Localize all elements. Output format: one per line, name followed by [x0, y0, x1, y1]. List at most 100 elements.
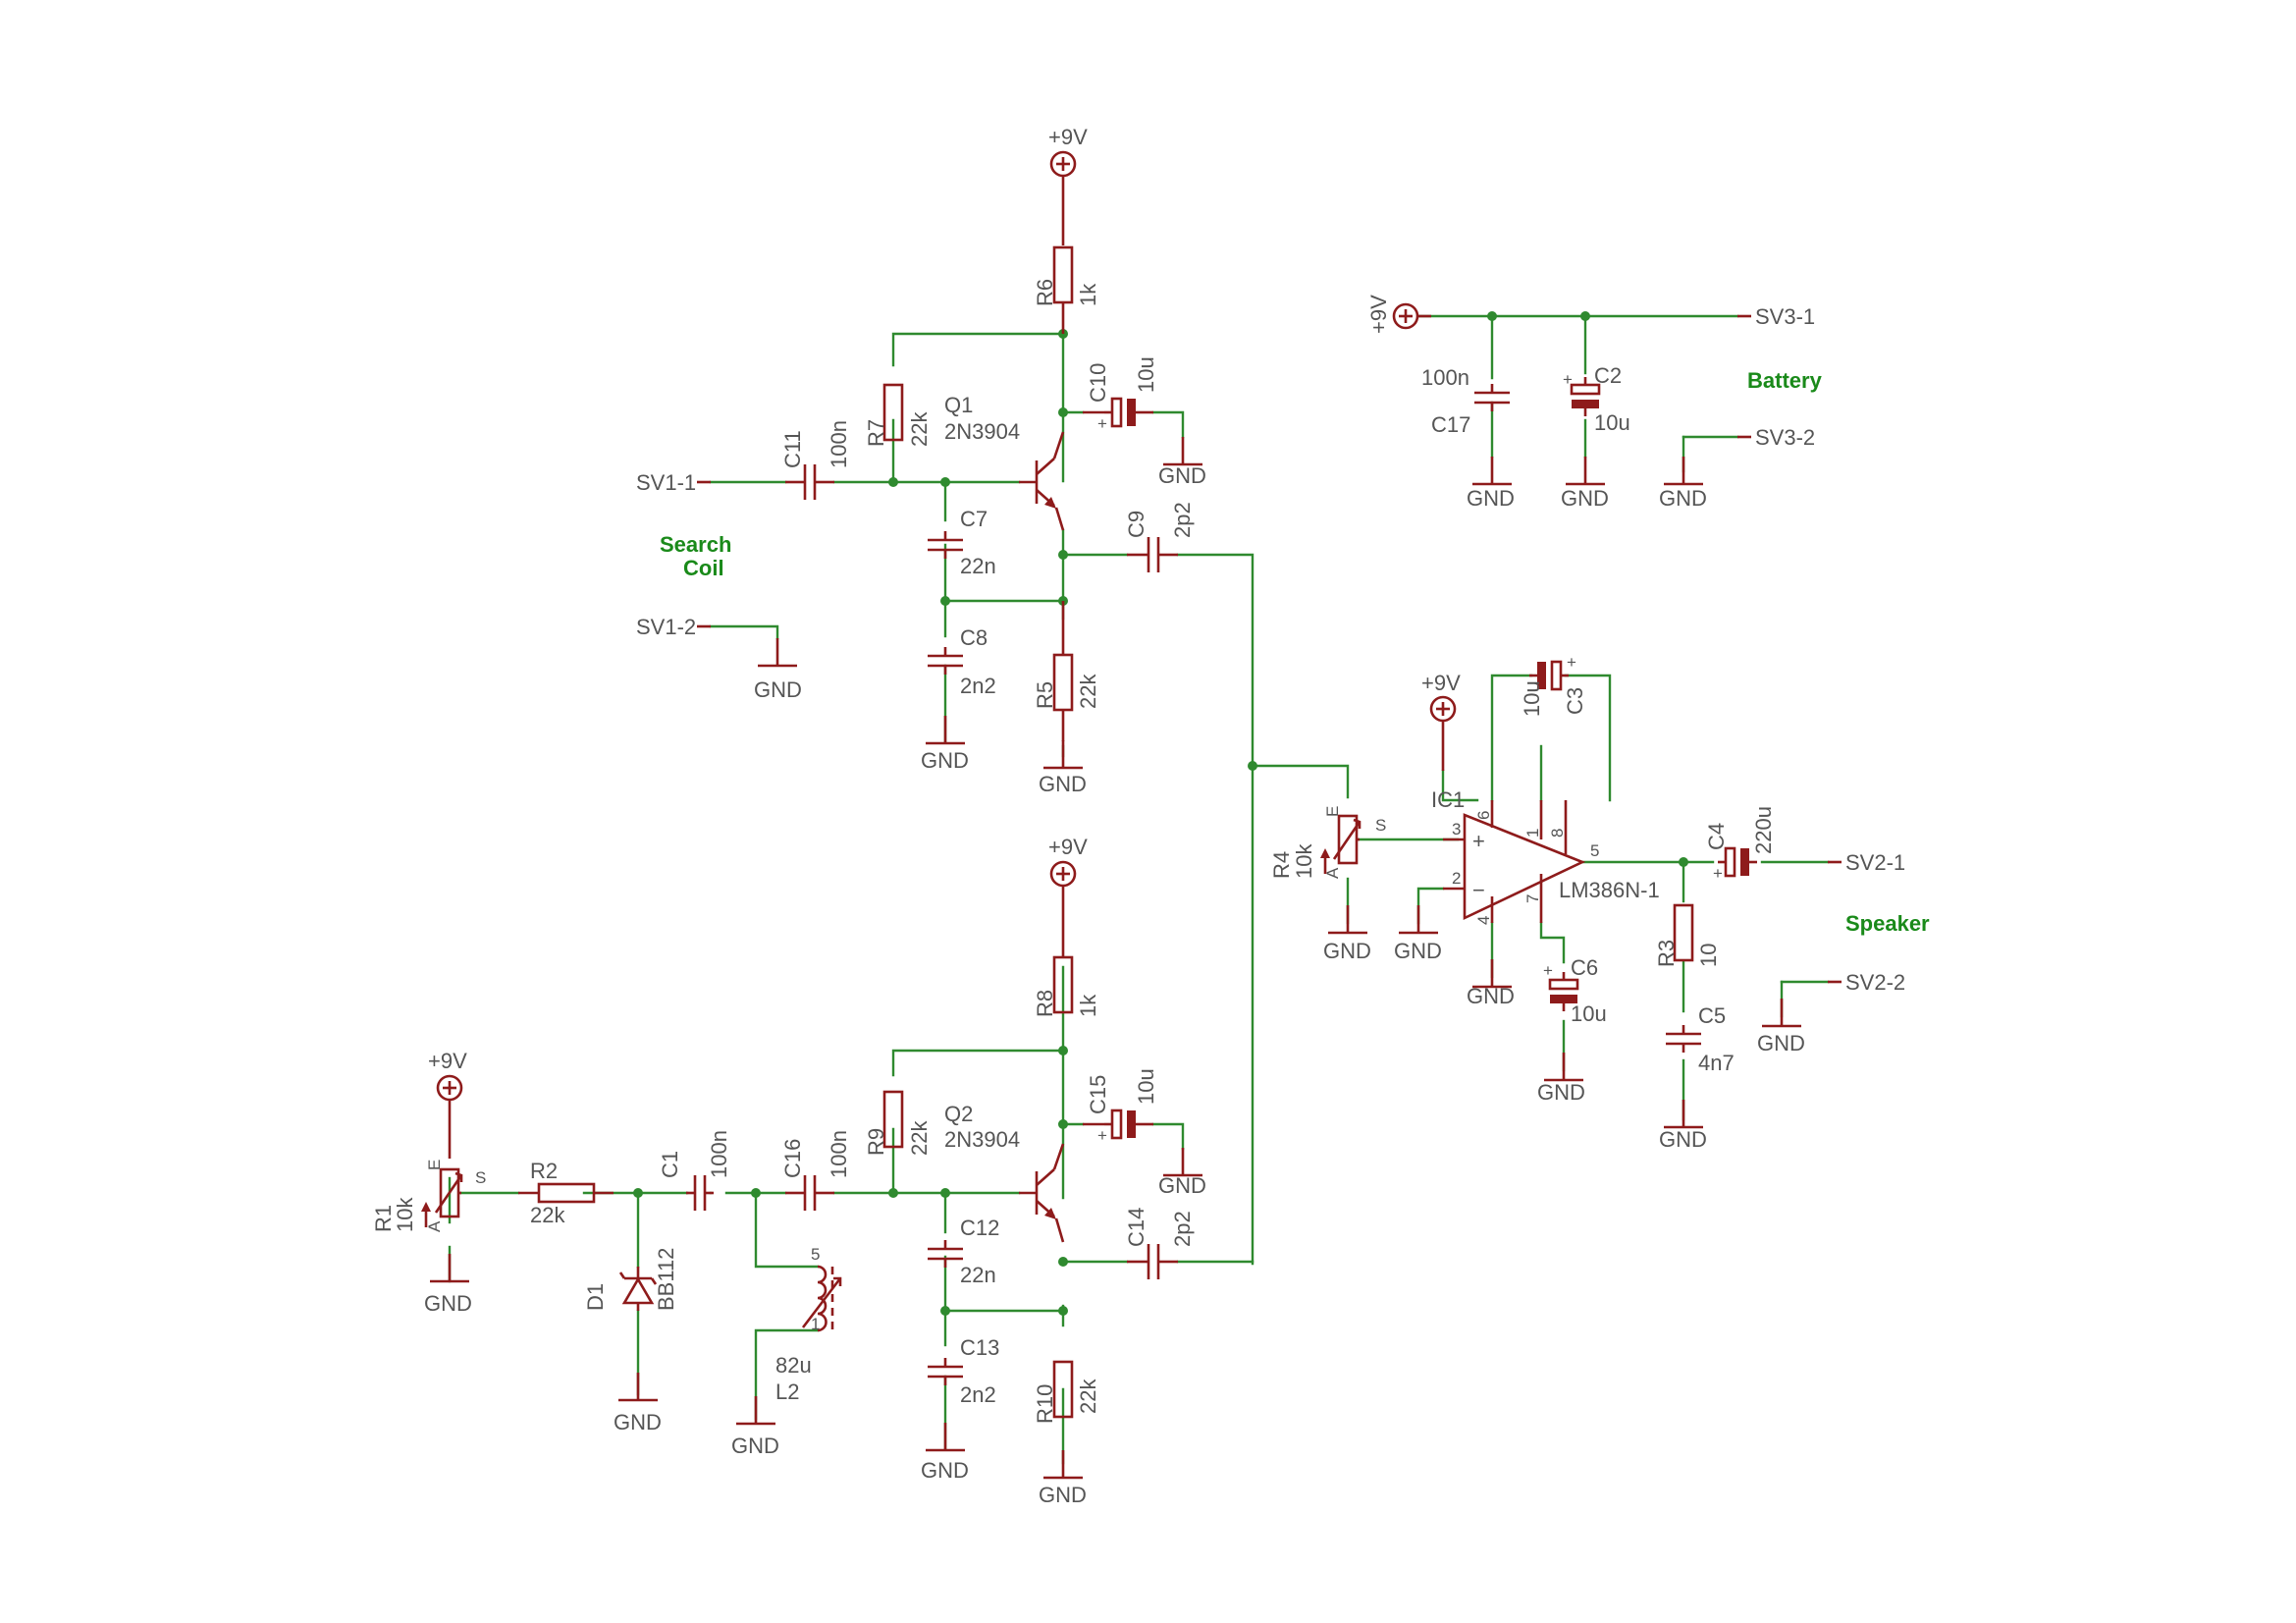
c10-value: 10u	[1134, 356, 1158, 393]
c3-value: 10u	[1520, 680, 1544, 717]
c7: C7 22n	[926, 507, 996, 578]
c14: C14 2p2	[1124, 1208, 1195, 1281]
r2-name: R2	[530, 1159, 558, 1183]
c2-name: C2	[1594, 363, 1622, 388]
c15-value: 10u	[1134, 1068, 1158, 1105]
r3-name: R3	[1654, 940, 1679, 967]
ic1-name: IC1	[1431, 787, 1465, 812]
vcc-label-battery: +9V	[1366, 295, 1391, 334]
gnd-symbol-l2	[734, 1394, 777, 1426]
c1-value: 100n	[707, 1130, 731, 1178]
gnd-symbol-c5	[1662, 1098, 1705, 1129]
gnd-symbol-c10	[1161, 435, 1204, 466]
junctions	[633, 311, 1688, 1316]
c13: C13 2n2	[926, 1335, 999, 1407]
r10-name: R10	[1033, 1384, 1057, 1424]
r7-value: 22k	[907, 411, 932, 447]
gnd-label-sv3: GND	[1659, 486, 1707, 511]
l2-pin-1: 1	[811, 1315, 820, 1333]
c4-plus: +	[1713, 864, 1723, 883]
l2-pin-5: 5	[811, 1245, 820, 1264]
speaker-label: Speaker	[1845, 911, 1930, 936]
c3-plus: +	[1567, 653, 1576, 672]
gnd-symbol-sv1	[756, 636, 799, 668]
sv2-2: SV2-2	[1826, 970, 1905, 995]
svg-text:Coil: Coil	[683, 556, 724, 580]
gnd-label-c8: GND	[921, 748, 969, 773]
supply-r1: +9V	[428, 1049, 467, 1159]
r9: R9 22k	[864, 1090, 932, 1156]
ic1-pin-3: 3	[1452, 820, 1461, 839]
r1-pin-a: A	[425, 1220, 444, 1232]
r4-pin-a: A	[1323, 867, 1342, 879]
r6: R6 1k	[1033, 245, 1100, 334]
c4: + C4 220u	[1704, 806, 1776, 883]
r9-name: R9	[864, 1128, 888, 1156]
r6-name: R6	[1033, 279, 1057, 306]
gnd-label-c15: GND	[1158, 1173, 1206, 1198]
gnd-label-r5: GND	[1039, 772, 1087, 796]
c16-name: C16	[780, 1139, 805, 1178]
sv1-2: SV1-2	[636, 615, 713, 639]
vcc-symbol	[1049, 150, 1077, 191]
q1-value: 2N3904	[944, 419, 1020, 444]
d1-value: BB112	[654, 1248, 678, 1311]
c12-name: C12	[960, 1216, 999, 1240]
q1: Q1 2N3904	[944, 393, 1065, 531]
r1-pin-s: S	[475, 1168, 486, 1187]
gnd-symbol-c13	[924, 1421, 967, 1452]
gnd-label-d1: GND	[614, 1410, 662, 1434]
sv1-2-label: SV1-2	[636, 615, 696, 639]
c13-name: C13	[960, 1335, 999, 1360]
vcc-label-lower: +9V	[1048, 835, 1088, 859]
r4: E A S R4 10k	[1269, 806, 1386, 879]
c17-name: C17	[1431, 412, 1470, 437]
c12-value: 22n	[960, 1263, 996, 1287]
q2: Q2 2N3904	[944, 1102, 1065, 1243]
c3-name: C3	[1563, 687, 1587, 715]
r7-name: R7	[864, 419, 888, 447]
r3-value: 10	[1696, 944, 1721, 967]
c7-value: 22n	[960, 554, 996, 578]
gnd-label-r10: GND	[1039, 1483, 1087, 1507]
svg-text:Search: Search	[660, 532, 731, 557]
r6-value: 1k	[1076, 283, 1100, 306]
r2-value: 22k	[530, 1203, 565, 1227]
c2-plus: +	[1563, 370, 1573, 389]
r1-pin-e: E	[425, 1160, 444, 1170]
sv3-1: SV3-1	[1735, 304, 1815, 329]
c9-value: 2p2	[1170, 502, 1195, 538]
gnd-label-ic-in: GND	[1394, 939, 1442, 963]
r3: R3 10	[1654, 903, 1721, 967]
c8-name: C8	[960, 625, 988, 650]
gnd-symbol-c6	[1542, 1051, 1585, 1082]
ic1-minus: −	[1472, 878, 1485, 902]
c4-value: 220u	[1751, 806, 1776, 854]
gnd-symbol-sv3	[1662, 455, 1705, 486]
supply-battery: +9V	[1366, 295, 1433, 334]
sv2-2-label: SV2-2	[1845, 970, 1905, 995]
ic1-pin-1: 1	[1523, 829, 1542, 838]
l2: 5 1 82u L2	[775, 1245, 842, 1404]
c7-name: C7	[960, 507, 988, 531]
q2-name: Q2	[944, 1102, 973, 1126]
ic1-pin-6: 6	[1474, 811, 1493, 820]
c8-value: 2n2	[960, 674, 996, 698]
gnd-symbol-c2	[1564, 455, 1607, 486]
vcc-label-ic1: +9V	[1421, 671, 1461, 695]
l2-value: 82u	[775, 1353, 812, 1378]
gnd-symbol-r5	[1041, 738, 1085, 770]
c10-name: C10	[1086, 363, 1110, 403]
r9-value: 22k	[907, 1120, 932, 1156]
ic1: + − 3 2 5 6 1 8 4 7 IC1 LM386N-1	[1431, 787, 1660, 925]
gnd-label-c10: GND	[1158, 463, 1206, 488]
gnd-label-r1: GND	[424, 1291, 472, 1316]
c17: 100n C17	[1421, 365, 1512, 437]
d1-name: D1	[583, 1283, 608, 1311]
c5: C5 4n7	[1664, 1003, 1735, 1075]
sv3-2-label: SV3-2	[1755, 425, 1815, 450]
vcc-label: +9V	[1048, 125, 1088, 149]
c11: C11 100n	[780, 420, 851, 502]
r1-name: R1	[371, 1205, 396, 1232]
